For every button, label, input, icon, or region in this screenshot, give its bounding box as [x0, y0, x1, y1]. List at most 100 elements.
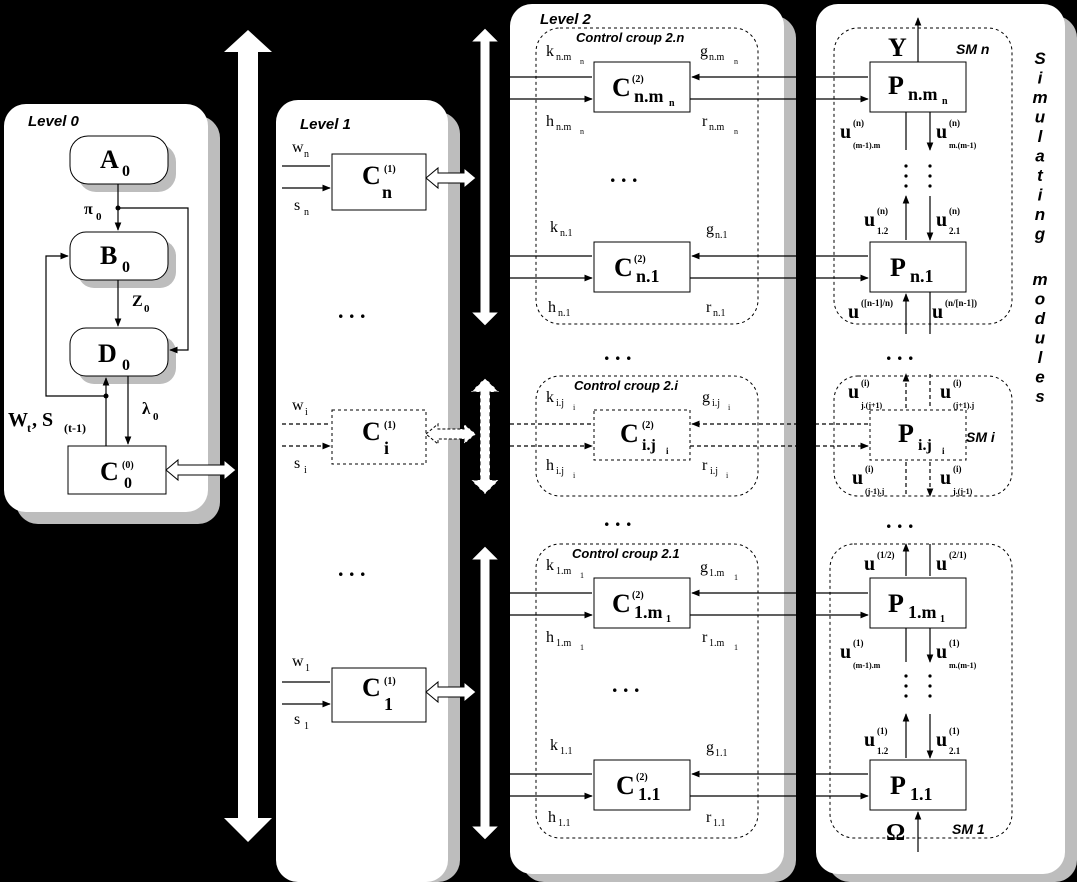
svg-text:n: n	[734, 57, 738, 66]
svg-text:0: 0	[122, 163, 130, 180]
c1n-bus-link	[425, 166, 477, 190]
c2n1-label: C (2) n.1	[614, 253, 660, 286]
svg-text:h: h	[548, 809, 556, 826]
svg-text:t: t	[27, 421, 31, 435]
level1-connectors	[282, 165, 331, 708]
svg-text:g: g	[706, 739, 714, 756]
svg-text:0: 0	[96, 211, 102, 223]
junction-dot	[103, 393, 109, 399]
p1m-block	[869, 577, 967, 629]
svg-text:r: r	[702, 629, 708, 646]
svg-text:n: n	[942, 96, 948, 107]
svg-text:P: P	[888, 589, 904, 618]
svg-text:u: u	[848, 381, 859, 403]
pnm-label: P n.m n	[888, 71, 948, 107]
wt-st-label: W t , S (t-1)	[8, 409, 86, 435]
b0-block	[69, 231, 169, 281]
svg-text:j.(j+1): j.(j+1)	[860, 401, 883, 410]
svg-text:1.m: 1.m	[709, 638, 725, 649]
b0-label: B 0	[100, 241, 130, 276]
d0-label: D 0	[98, 339, 130, 374]
svg-text:u: u	[940, 381, 951, 403]
svg-text:(2): (2)	[632, 590, 644, 601]
level2-dots-bottom: . . .	[612, 672, 640, 697]
svg-text:P: P	[890, 771, 906, 800]
omega-input-label: Ω	[886, 820, 905, 846]
svg-text:j.(j-1): j.(j-1)	[952, 487, 973, 496]
svg-text:u: u	[864, 553, 875, 575]
svg-text:1.m: 1.m	[556, 566, 572, 577]
c2ij-label: C (2) i.j i	[620, 419, 669, 456]
level1-dots-top: . . .	[338, 298, 366, 323]
svg-text:P: P	[890, 253, 906, 282]
svg-text:(i): (i)	[953, 378, 962, 388]
svg-text:1.2: 1.2	[877, 226, 889, 236]
c11-block	[331, 667, 427, 723]
z0-label: Z 0	[132, 293, 150, 315]
side-label-letter: m	[1032, 88, 1047, 107]
level1-title: Level 1	[300, 116, 351, 133]
c211-label: C (2) 1.1	[616, 771, 661, 804]
svg-text:w: w	[292, 139, 304, 156]
svg-text:i: i	[728, 403, 731, 412]
d0-block	[69, 327, 169, 377]
level1-2-bus-arrow-i	[469, 377, 501, 495]
c0-label: C (0) 0	[100, 457, 134, 492]
svg-text:u: u	[936, 209, 947, 231]
group-21-title: Control croup 2.1	[572, 546, 680, 561]
side-label-letter: m	[1032, 270, 1047, 289]
svg-text:n: n	[580, 127, 584, 136]
svg-text:λ: λ	[142, 399, 151, 418]
svg-text:n: n	[304, 207, 309, 218]
c0-bus-link	[165, 458, 237, 482]
svg-text:2.1: 2.1	[949, 226, 961, 236]
svg-text:1.m: 1.m	[709, 568, 725, 579]
c21m-label: C (2) 1.m 1	[612, 589, 671, 625]
svg-text:i: i	[573, 471, 576, 480]
svg-text:(j-1).j: (j-1).j	[865, 487, 885, 496]
svg-text:1: 1	[304, 721, 309, 732]
svg-text:m.(m-1): m.(m-1)	[949, 661, 977, 670]
c2ij-block	[593, 409, 691, 461]
svg-text:(1): (1)	[877, 726, 888, 736]
a0-block	[69, 135, 169, 185]
svg-text:n.m: n.m	[634, 86, 664, 106]
module-dots	[904, 164, 932, 698]
side-label-letter: u	[1035, 108, 1046, 127]
svg-text:i: i	[942, 446, 945, 456]
svg-text:C: C	[362, 417, 381, 446]
svg-text:(m-1).m: (m-1).m	[853, 141, 881, 150]
c1n-block	[331, 153, 427, 211]
level2-dots-top: . . .	[610, 162, 638, 187]
svg-text:1.1: 1.1	[715, 748, 728, 759]
side-label-letter: i	[1038, 69, 1044, 88]
side-label-letter: a	[1035, 147, 1044, 166]
level2-connectors-i	[510, 420, 869, 450]
svg-text:1: 1	[666, 614, 671, 625]
sm-n-title: SM n	[956, 41, 989, 57]
svg-text:(1): (1)	[384, 420, 396, 431]
svg-text:C: C	[612, 589, 631, 618]
svg-text:u: u	[940, 467, 951, 489]
p11-label: P 1.1	[890, 771, 933, 804]
svg-text:P: P	[888, 71, 904, 100]
level2-dots-mid2: . . .	[604, 506, 632, 531]
svg-text:u: u	[936, 553, 947, 575]
svg-text:(t-1): (t-1)	[64, 421, 86, 435]
svg-text:(n/[n-1]): (n/[n-1])	[945, 298, 977, 308]
sm-1-title: SM 1	[952, 821, 985, 837]
svg-text:1: 1	[734, 573, 738, 582]
svg-text:k: k	[550, 219, 558, 236]
side-label-letter: s	[1035, 387, 1044, 406]
svg-text:n.m: n.m	[709, 122, 725, 133]
svg-text:u: u	[840, 641, 851, 663]
svg-text:(2): (2)	[642, 420, 654, 431]
svg-text:u: u	[864, 209, 875, 231]
module-links-i	[902, 373, 934, 497]
svg-text:(n): (n)	[949, 118, 960, 128]
svg-text:g: g	[706, 221, 714, 238]
svg-text:(2/1): (2/1)	[949, 550, 967, 560]
